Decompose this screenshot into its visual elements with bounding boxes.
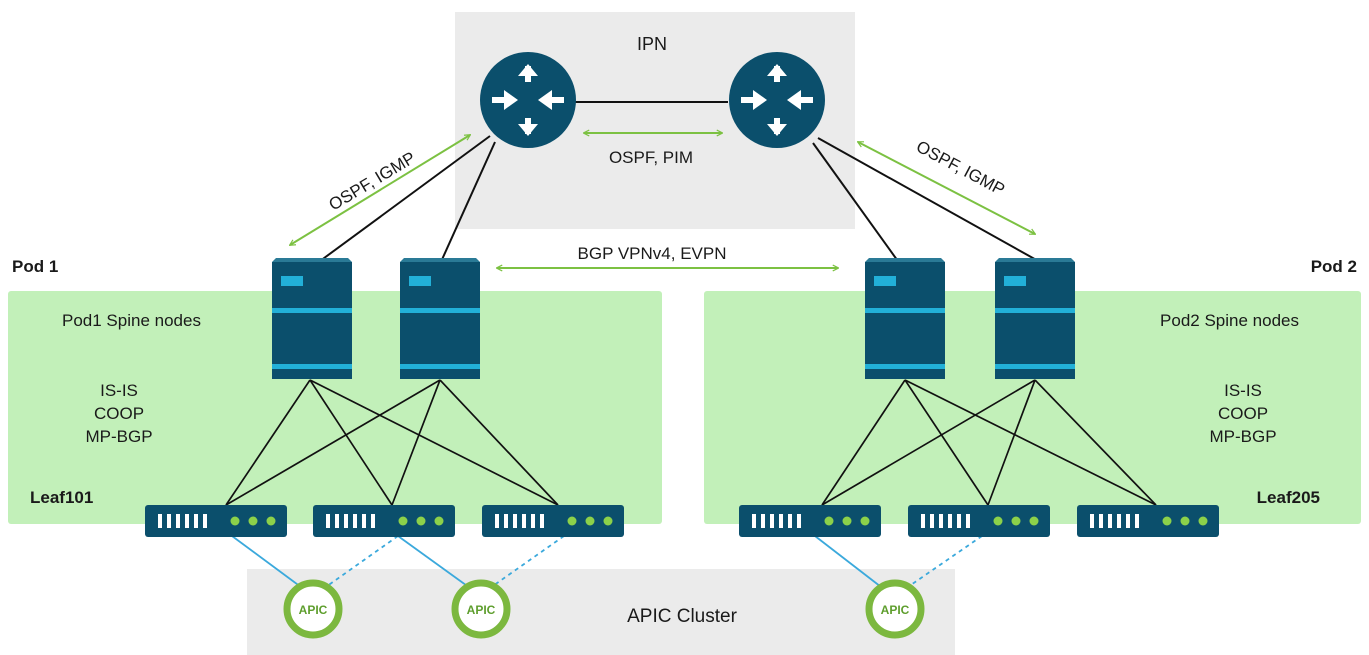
ipn-title: IPN [637, 34, 667, 54]
spine-leaf-links [225, 379, 1157, 506]
pod1-region [8, 291, 662, 524]
pod2-protocol: MP-BGP [1209, 427, 1276, 446]
spine-switch-icon [400, 258, 480, 379]
pod2-leaf-label: Leaf205 [1257, 488, 1320, 507]
apic-cluster-title: APIC Cluster [627, 606, 737, 627]
ipn-link-label: OSPF, PIM [609, 148, 693, 167]
pod2-uplink-arrow [858, 141, 1035, 235]
apic-label: APIC [299, 603, 328, 617]
apic-label: APIC [881, 603, 910, 617]
leaf-switch-icon [482, 505, 624, 537]
router-icon [729, 52, 825, 148]
pod2-title: Pod 2 [1311, 257, 1357, 276]
pod2-uplink-label: OSPF, IGMP [913, 137, 1008, 199]
apic-icon: APIC [865, 579, 925, 639]
apic-cluster-region [247, 569, 955, 655]
pod1-uplink-label: OSPF, IGMP [326, 148, 419, 214]
pod1-uplink-arrow [290, 135, 470, 245]
pod1-spine-label: Pod1 Spine nodes [62, 311, 201, 330]
pod2-protocol: COOP [1218, 404, 1268, 423]
pod1-title: Pod 1 [12, 257, 58, 276]
apic-icon: APIC [451, 579, 511, 639]
spine-switch-icon [272, 258, 352, 379]
leaf-switch-icon [908, 505, 1050, 537]
leaf-switch-icon [1077, 505, 1219, 537]
inter-pod-label: BGP VPNv4, EVPN [578, 244, 727, 263]
apic-label: APIC [467, 603, 496, 617]
pod1-leaf-label: Leaf101 [30, 488, 93, 507]
leaf-switch-icon [145, 505, 287, 537]
apic-icon: APIC [283, 579, 343, 639]
spine-switch-icon [865, 258, 945, 379]
router-icon [480, 52, 576, 148]
leaf-switch-icon [739, 505, 881, 537]
leaf-switch-icon [313, 505, 455, 537]
protocol-arrows [290, 133, 1035, 268]
pod2-spine-label: Pod2 Spine nodes [1160, 311, 1299, 330]
pod2-protocol: IS-IS [1224, 381, 1262, 400]
apic-links [231, 535, 983, 591]
spine-switch-icon [995, 258, 1075, 379]
pod1-protocol: COOP [94, 404, 144, 423]
pod1-protocol: MP-BGP [85, 427, 152, 446]
pod1-protocol: IS-IS [100, 381, 138, 400]
